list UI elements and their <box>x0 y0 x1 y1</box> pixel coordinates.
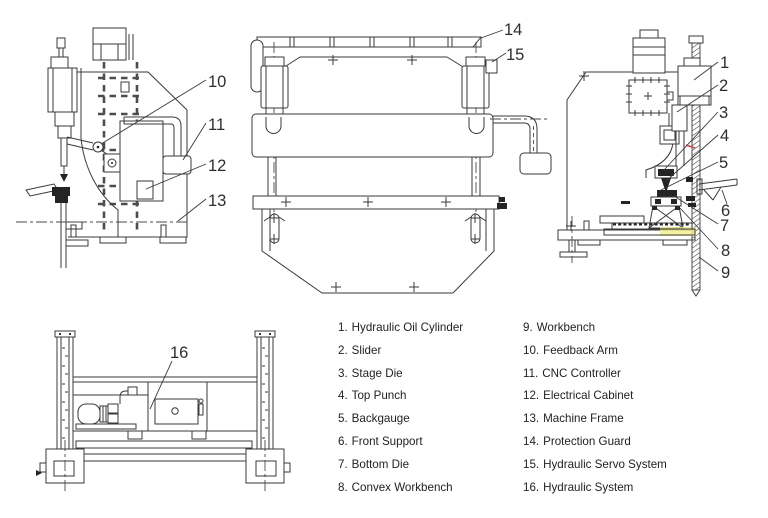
pendant-control <box>490 115 552 175</box>
callout-1: 1 <box>720 54 729 72</box>
legend-item-12: 12.Electrical Cabinet <box>523 389 634 403</box>
legend-label: Backgauge <box>351 412 410 426</box>
workbench-plate <box>688 35 704 297</box>
callout-8: 8 <box>721 242 730 260</box>
legend-label: Slider <box>351 343 382 357</box>
protection-guard <box>250 36 482 93</box>
callout-5: 5 <box>719 154 728 172</box>
bottom-view-callouts: 16 <box>149 344 188 410</box>
legend-label: Feedback Arm <box>543 343 618 357</box>
front-right-cylinder <box>461 56 498 115</box>
legend-label: Bottom Die <box>351 457 410 471</box>
legend-label: Workbench <box>536 321 596 334</box>
legend-item-1: 1.Hydraulic Oil Cylinder <box>338 321 464 334</box>
legend-item-11: 11.CNC Controller <box>523 366 621 380</box>
legend-item-2: 2.Slider <box>338 343 382 357</box>
callout-10: 10 <box>208 73 226 91</box>
legend-label: Hydraulic Oil Cylinder <box>351 321 464 334</box>
front-view-drawing: 14 15 <box>250 21 552 294</box>
legend-item-7: 7.Bottom Die <box>338 457 410 471</box>
callout-15: 15 <box>506 46 524 64</box>
callout-2: 2 <box>719 77 728 95</box>
front-support <box>686 177 738 207</box>
legend-label: Machine Frame <box>543 412 624 426</box>
right-view-motor <box>632 29 666 74</box>
legend-item-14: 14.Protection Guard <box>523 434 631 448</box>
legend-label: CNC Controller <box>542 366 621 380</box>
legend-column-2: 9.Workbench 10.Feedback Arm 11.CNC Contr… <box>523 317 667 499</box>
front-view-callouts: 14 15 <box>480 21 524 64</box>
machine-frame <box>50 68 188 244</box>
legend-label: Stage Die <box>351 366 403 380</box>
callout-6: 6 <box>721 202 730 220</box>
hydraulic-system-view-drawing: 16 <box>36 330 291 491</box>
legend-label: Top Punch <box>351 389 407 403</box>
hydraulic-motor-pump <box>75 386 138 430</box>
front-workbench <box>252 195 507 294</box>
right-side-view-drawing: 1 2 3 4 5 6 7 8 9 <box>557 29 738 297</box>
legend-label: Convex Workbench <box>351 480 453 494</box>
legend-item-3: 3.Stage Die <box>338 366 403 380</box>
legend-label: Hydraulic Servo System <box>543 457 667 471</box>
legend-item-9: 9.Workbench <box>523 321 596 334</box>
left-view-die-area <box>25 183 89 268</box>
left-column <box>54 330 76 453</box>
left-clamp <box>36 440 85 491</box>
callout-7: 7 <box>720 217 729 235</box>
feedback-arm <box>66 136 121 173</box>
legend-item-16: 16.Hydraulic System <box>523 480 634 494</box>
callout-13: 13 <box>208 192 226 210</box>
right-view-oil-cylinder <box>677 57 712 106</box>
legend-item-6: 6.Front Support <box>338 434 423 448</box>
right-column <box>254 330 276 453</box>
callout-9: 9 <box>721 264 730 282</box>
legend-item-5: 5.Backgauge <box>338 412 410 426</box>
legend-item-8: 8.Convex Workbench <box>338 480 453 494</box>
crown-beam <box>271 55 477 76</box>
backgauge-rails <box>599 215 696 236</box>
left-view-motor <box>92 27 134 61</box>
legend-item-15: 15.Hydraulic Servo System <box>523 457 667 471</box>
right-view-callouts: 1 2 3 4 5 6 7 8 9 <box>660 54 730 282</box>
oil-tank <box>154 398 204 425</box>
slider-beam <box>251 113 494 196</box>
punch-die-stack <box>650 165 682 207</box>
legend-item-4: 4.Top Punch <box>338 389 407 403</box>
left-side-view-drawing: 10 11 12 13 <box>16 27 226 268</box>
cnc-controller <box>123 116 192 175</box>
left-view-callouts: 10 11 12 13 <box>100 73 226 222</box>
callout-16: 16 <box>170 344 188 362</box>
yellow-highlight <box>660 227 696 236</box>
left-view-cylinder-assembly <box>47 37 130 182</box>
callout-12: 12 <box>208 157 226 175</box>
callout-11: 11 <box>208 116 225 134</box>
legend-label: Front Support <box>351 434 423 448</box>
right-view-electrical-box <box>626 77 680 145</box>
legend-item-13: 13.Machine Frame <box>523 412 624 426</box>
legend-label: Hydraulic System <box>543 480 634 494</box>
hydraulic-servo-unit <box>485 59 498 74</box>
callout-3: 3 <box>719 104 728 122</box>
red-mark <box>685 144 696 149</box>
legend-column-1: 1.Hydraulic Oil Cylinder 2.Slider 3.Stag… <box>338 317 463 499</box>
electrical-cabinet <box>119 120 164 202</box>
legend-label: Electrical Cabinet <box>543 389 634 403</box>
legend-label: Protection Guard <box>543 434 631 448</box>
legend-item-10: 10.Feedback Arm <box>523 343 618 357</box>
callout-4: 4 <box>720 127 729 145</box>
right-clamp <box>245 440 291 491</box>
bottom-rails <box>62 430 268 462</box>
front-left-cylinder <box>260 56 289 115</box>
callout-14: 14 <box>504 21 522 39</box>
